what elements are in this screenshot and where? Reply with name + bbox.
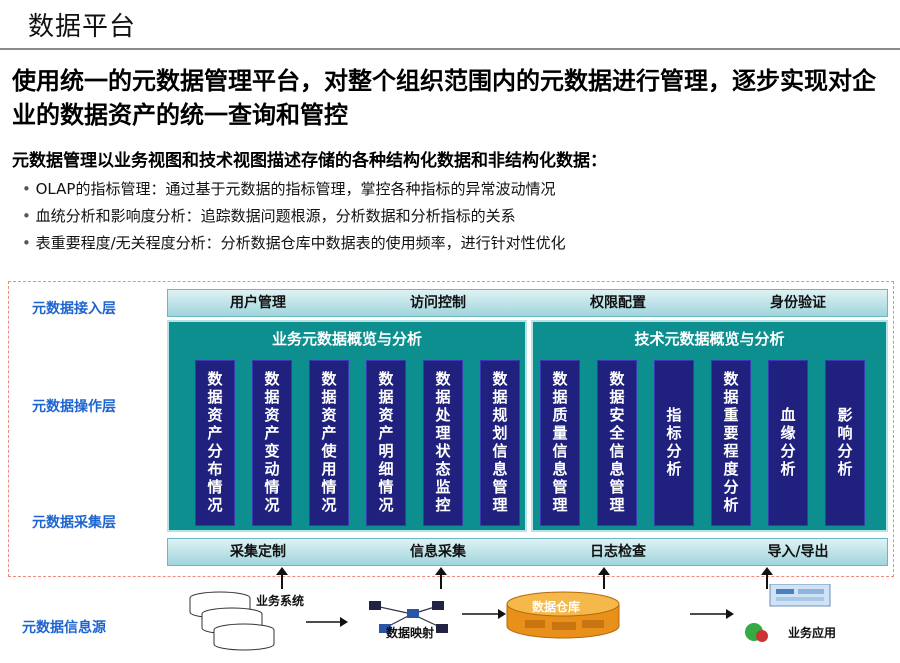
collection-item-info-collect: 信息采集 <box>410 544 466 560</box>
metadata-platform-frame <box>8 281 894 577</box>
technical-column: 指标分析 <box>654 360 694 526</box>
business-column: 数据处理状态监控 <box>423 360 463 526</box>
business-column: 数据资产明细情况 <box>366 360 406 526</box>
business-column: 数据资产变动情况 <box>252 360 292 526</box>
layer-label-source: 元数据信息源 <box>22 620 106 636</box>
technical-column: 数据质量信息管理 <box>540 360 580 526</box>
up-arrow-icon <box>598 567 610 589</box>
technical-column: 数据重要程度分析 <box>711 360 751 526</box>
business-column: 数据资产使用情况 <box>309 360 349 526</box>
access-item-user-management: 用户管理 <box>230 295 286 311</box>
technical-column: 数据安全信息管理 <box>597 360 637 526</box>
headline: 使用统一的元数据管理平台，对整个组织范围内的元数据进行管理，逐步实现对企业的数据… <box>12 67 876 129</box>
layer-label-operation: 元数据操作层 <box>32 399 116 415</box>
collection-item-import-export: 导入/导出 <box>767 544 829 560</box>
access-item-permission-config: 权限配置 <box>590 295 646 311</box>
bullet-item: 血统分析和影响度分析：追踪数据问题根源，分析数据和分析指标的关系 <box>22 203 566 230</box>
access-item-access-control: 访问控制 <box>410 295 466 311</box>
source-flow-graphic <box>189 584 831 651</box>
business-column: 数据规划信息管理 <box>480 360 520 526</box>
business-application-icon <box>745 584 831 642</box>
title-divider <box>0 48 900 50</box>
technical-column: 影响分析 <box>825 360 865 526</box>
technical-column: 血缘分析 <box>768 360 808 526</box>
source-label-business-systems: 业务系统 <box>256 594 305 608</box>
collection-item-log-check: 日志检查 <box>590 544 646 560</box>
collection-item-custom: 采集定制 <box>230 544 286 560</box>
business-column: 数据资产分布情况 <box>195 360 235 526</box>
data-warehouse-icon <box>506 591 620 639</box>
collection-layer-bar: 采集定制 信息采集 日志检查 导入/导出 <box>167 538 888 566</box>
bullet-item: OLAP的指标管理：通过基于元数据的指标管理，掌控各种指标的异常波动情况 <box>22 176 566 203</box>
technical-metadata-panel: 技术元数据概览与分析 数据质量信息管理 数据安全信息管理 指标分析 数据重要程度… <box>531 320 888 532</box>
source-label-business-apps: 业务应用 <box>788 626 837 640</box>
data-mapping-network-icon <box>369 601 448 633</box>
access-item-identity-verification: 身份验证 <box>770 295 826 311</box>
up-arrow-icon <box>761 567 773 589</box>
source-label-data-mapping: 数据映射 <box>386 626 435 640</box>
subhead: 元数据管理以业务视图和技术视图描述存储的各种结构化数据和非结构化数据： <box>12 151 607 171</box>
database-cylinders-icon <box>189 591 275 651</box>
business-panel-title: 业务元数据概览与分析 <box>271 330 422 348</box>
access-layer-bar: 用户管理 访问控制 权限配置 身份验证 <box>167 289 888 317</box>
slide-title: 数据平台 <box>28 12 137 42</box>
up-arrow-icon <box>276 567 288 589</box>
layer-label-collection: 元数据采集层 <box>32 515 116 531</box>
bullet-item: 表重要程度/无关程度分析：分析数据仓库中数据表的使用频率，进行针对性优化 <box>22 230 566 257</box>
source-label-data-warehouse: 数据仓库 <box>532 600 581 614</box>
layer-label-access: 元数据接入层 <box>32 301 116 317</box>
up-arrow-icon <box>435 567 447 589</box>
business-metadata-panel: 业务元数据概览与分析 数据资产分布情况 数据资产变动情况 数据资产使用情况 数据… <box>167 320 527 532</box>
bullet-list: OLAP的指标管理：通过基于元数据的指标管理，掌控各种指标的异常波动情况 血统分… <box>22 176 566 257</box>
technical-panel-title: 技术元数据概览与分析 <box>634 330 785 348</box>
